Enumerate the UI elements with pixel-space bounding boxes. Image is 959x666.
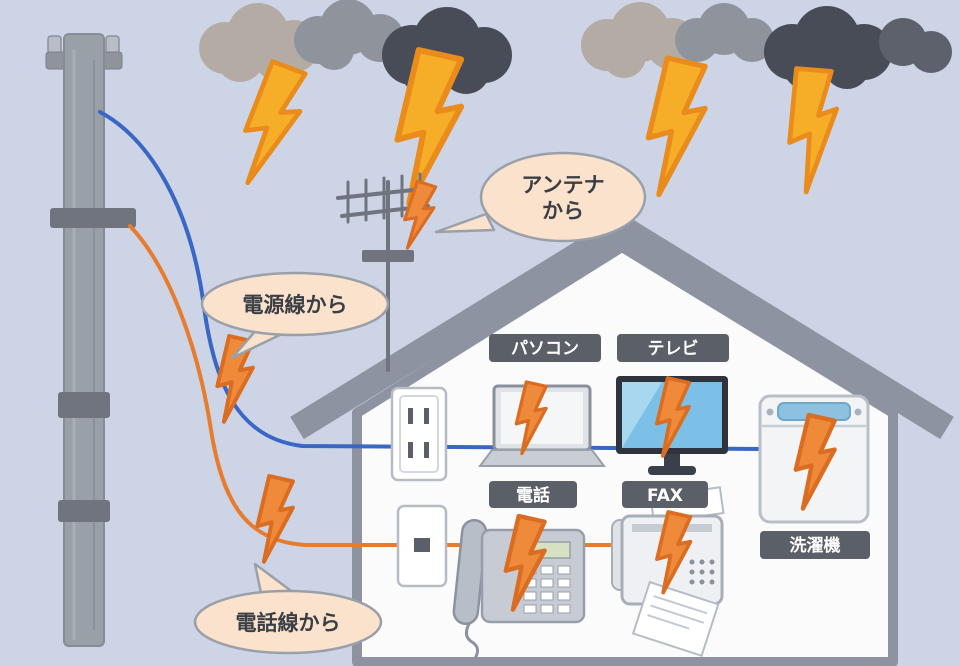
phone-wire — [128, 224, 664, 547]
insulator-icon — [105, 35, 120, 55]
phone-cord — [465, 621, 479, 661]
power-outlet — [390, 386, 448, 482]
cloud-dark-far-right-icon — [879, 18, 952, 73]
device-label-tv-text: テレビ — [648, 339, 699, 359]
cloud-gray-right-icon — [675, 3, 774, 62]
bubble-antenna-line2: から — [542, 199, 584, 223]
laptop — [478, 380, 606, 467]
insulator-icon — [47, 35, 62, 55]
device-label-pc-text: パソコン — [511, 339, 579, 359]
pole-clamp — [58, 392, 110, 418]
bubble-phone-line-text: 電話線から — [236, 611, 341, 635]
speech-bubble-phone-line: 電話線から — [193, 562, 383, 655]
bubble-antenna-line1: アンテナ — [521, 173, 604, 197]
antenna-mount — [362, 250, 414, 262]
pole-trunk — [63, 33, 105, 647]
device-label-washer: 洗濯機 — [760, 531, 870, 559]
device-label-fax-text: FAX — [647, 486, 683, 506]
washing-machine — [758, 394, 870, 524]
device-label-washer-text: 洗濯機 — [790, 535, 841, 556]
cloud-dark-right-icon — [764, 6, 892, 90]
speech-bubble-antenna: アンテナ から — [434, 151, 647, 243]
television — [616, 376, 728, 475]
storm-cloud-group-right — [581, 2, 952, 90]
pole-clamp — [58, 500, 110, 522]
utility-pole — [45, 33, 136, 647]
device-label-pc: パソコン — [489, 334, 601, 362]
device-label-tv: テレビ — [617, 334, 729, 362]
device-label-phone-text: 電話 — [516, 485, 550, 506]
speech-bubble-power-line: 電源線から — [200, 271, 390, 360]
bubble-power-line-text: 電源線から — [243, 293, 348, 317]
device-label-fax: FAX — [622, 481, 708, 508]
fax-paper-out — [631, 580, 720, 658]
pole-bracket — [50, 208, 136, 228]
phone-jack — [396, 504, 448, 588]
device-label-phone: 電話 — [489, 481, 577, 508]
desk-phone — [452, 516, 586, 661]
